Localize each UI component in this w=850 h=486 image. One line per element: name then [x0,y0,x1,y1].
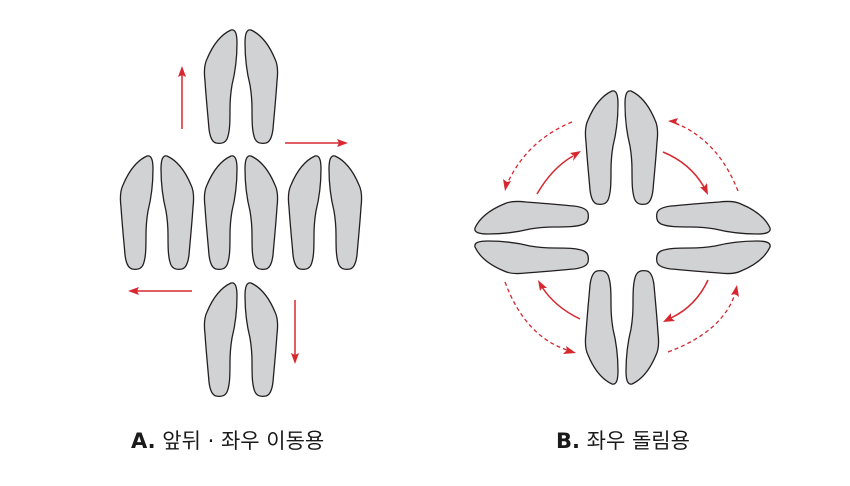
arrow-left-icon [128,287,192,295]
caption-a-text: 앞뒤 · 좌우 이동용 [155,429,325,453]
arrow-down-icon [291,300,299,364]
caption-panel-a: A. 앞뒤 · 좌우 이동용 [131,425,324,455]
insole-pair-top [584,90,659,206]
insole-pair-left [474,200,590,275]
rotate-arrow-bottom-right-dashed-icon [667,285,739,353]
caption-a-prefix: A. [131,429,156,453]
arrow-right-icon [285,139,348,147]
caption-b-prefix: B. [556,429,580,453]
panel-a [119,29,363,398]
rotate-arrow-top-right-solid-icon [662,151,708,195]
caption-panel-b: B. 좌우 돌림용 [556,425,690,455]
insole-pair-top [203,29,279,145]
insole-pair-bottom [584,269,660,385]
rotate-arrow-bottom-right-solid-icon [663,279,709,322]
insole-pair-right [655,200,771,275]
insole-pair-middle-right [287,155,363,271]
insole-pair-middle-center [203,155,279,271]
insole-pair-middle-left [119,155,195,271]
caption-b-text: 좌우 돌림용 [579,429,690,453]
rotate-arrow-top-left-dashed-icon [503,121,573,191]
rotate-arrow-bottom-left-solid-icon [538,280,581,320]
panel-b [474,90,771,385]
rotate-arrow-top-right-dashed-icon [668,118,739,192]
insole-pair-bottom [203,282,279,398]
rotate-arrow-top-left-solid-icon [536,151,581,195]
rotate-arrow-bottom-left-dashed-icon [504,281,576,354]
arrow-up-icon [178,66,186,129]
